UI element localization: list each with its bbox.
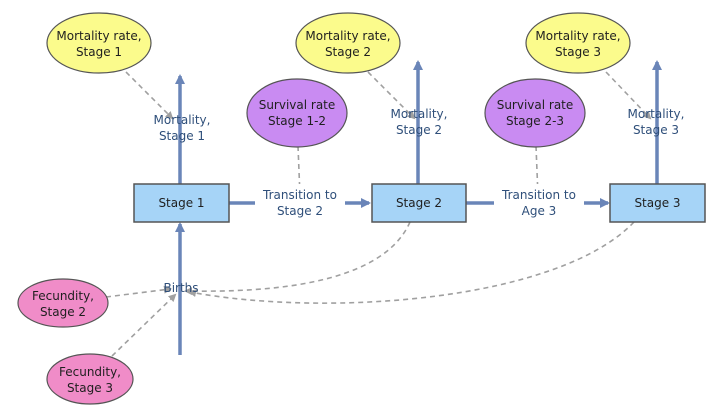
stock-stage2[interactable]: Stage 2 bbox=[371, 183, 467, 223]
param-mortality-rate-stage2-line2: Stage 2 bbox=[325, 45, 371, 59]
flow-label-mortality1-line1: Mortality, bbox=[154, 113, 211, 127]
param-mortality-rate-stage3-line2: Stage 3 bbox=[555, 45, 601, 59]
param-mortality-rate-stage1-line2: Stage 1 bbox=[76, 45, 122, 59]
link-mortality-rate2-to-mortality2 bbox=[367, 71, 416, 120]
param-survival-rate-stage1-2-line1: Survival rate bbox=[259, 98, 336, 112]
stock-stage2-label: Stage 2 bbox=[396, 196, 442, 210]
param-fecundity-stage3[interactable]: Fecundity, Stage 3 bbox=[46, 353, 134, 405]
flow-label-mortality1: Mortality, Stage 1 bbox=[154, 113, 211, 143]
flow-label-mortality3-line2: Stage 3 bbox=[633, 123, 679, 137]
info-links bbox=[105, 71, 652, 357]
param-survival-rate-stage2-3-line1: Survival rate bbox=[497, 98, 574, 112]
flow-label-births: Births bbox=[163, 281, 198, 295]
flow-label-transition2-line1: Transition to bbox=[501, 188, 576, 202]
param-survival-rate-stage1-2[interactable]: Survival rate Stage 1-2 bbox=[246, 78, 348, 148]
flow-label-mortality2: Mortality, Stage 2 bbox=[391, 107, 448, 137]
param-mortality-rate-stage3-line1: Mortality rate, bbox=[535, 29, 620, 43]
stock-stage1[interactable]: Stage 1 bbox=[133, 183, 230, 223]
param-mortality-rate-stage3[interactable]: Mortality rate, Stage 3 bbox=[525, 12, 631, 74]
param-survival-rate-stage2-3[interactable]: Survival rate Stage 2-3 bbox=[484, 78, 586, 148]
param-survival-rate-stage2-3-line2: Stage 2-3 bbox=[506, 114, 564, 128]
param-mortality-rate-stage2[interactable]: Mortality rate, Stage 2 bbox=[295, 12, 401, 74]
stock-stage1-label: Stage 1 bbox=[158, 196, 204, 210]
flow-label-mortality1-line2: Stage 1 bbox=[159, 129, 205, 143]
flow-label-mortality3: Mortality, Stage 3 bbox=[628, 107, 685, 137]
stock-stage3-label: Stage 3 bbox=[634, 196, 680, 210]
link-mortality-rate3-to-mortality3 bbox=[605, 71, 652, 120]
flow-label-transition1: Transition to Stage 2 bbox=[255, 184, 345, 222]
link-stage3-to-births bbox=[188, 221, 635, 304]
param-mortality-rate-stage2-line1: Mortality rate, bbox=[305, 29, 390, 43]
param-fecundity-stage3-line2: Stage 3 bbox=[67, 381, 113, 395]
link-stage2-to-births bbox=[184, 221, 411, 296]
flow-label-transition1-line1: Transition to bbox=[262, 188, 337, 202]
param-fecundity-stage2[interactable]: Fecundity, Stage 2 bbox=[17, 278, 109, 328]
flow-label-mortality2-line2: Stage 2 bbox=[396, 123, 442, 137]
link-fecundity2-to-births bbox=[105, 285, 172, 298]
flow-label-transition2-line2: Age 3 bbox=[522, 204, 557, 218]
param-fecundity-stage2-line1: Fecundity, bbox=[32, 289, 94, 303]
param-mortality-rate-stage1[interactable]: Mortality rate, Stage 1 bbox=[46, 12, 152, 74]
stock-stage3[interactable]: Stage 3 bbox=[609, 183, 706, 223]
flow-label-mortality2-line1: Mortality, bbox=[391, 107, 448, 121]
param-fecundity-stage3-line1: Fecundity, bbox=[59, 365, 121, 379]
param-survival-rate-stage1-2-line2: Stage 1-2 bbox=[268, 114, 326, 128]
link-fecundity3-to-births bbox=[111, 293, 177, 357]
flow-label-mortality3-line1: Mortality, bbox=[628, 107, 685, 121]
param-mortality-rate-stage1-line1: Mortality rate, bbox=[56, 29, 141, 43]
flow-label-transition1-line2: Stage 2 bbox=[277, 204, 323, 218]
param-fecundity-stage2-line2: Stage 2 bbox=[40, 305, 86, 319]
link-mortality-rate1-to-mortality1 bbox=[125, 71, 174, 120]
flow-label-transition2: Transition to Age 3 bbox=[494, 184, 584, 222]
